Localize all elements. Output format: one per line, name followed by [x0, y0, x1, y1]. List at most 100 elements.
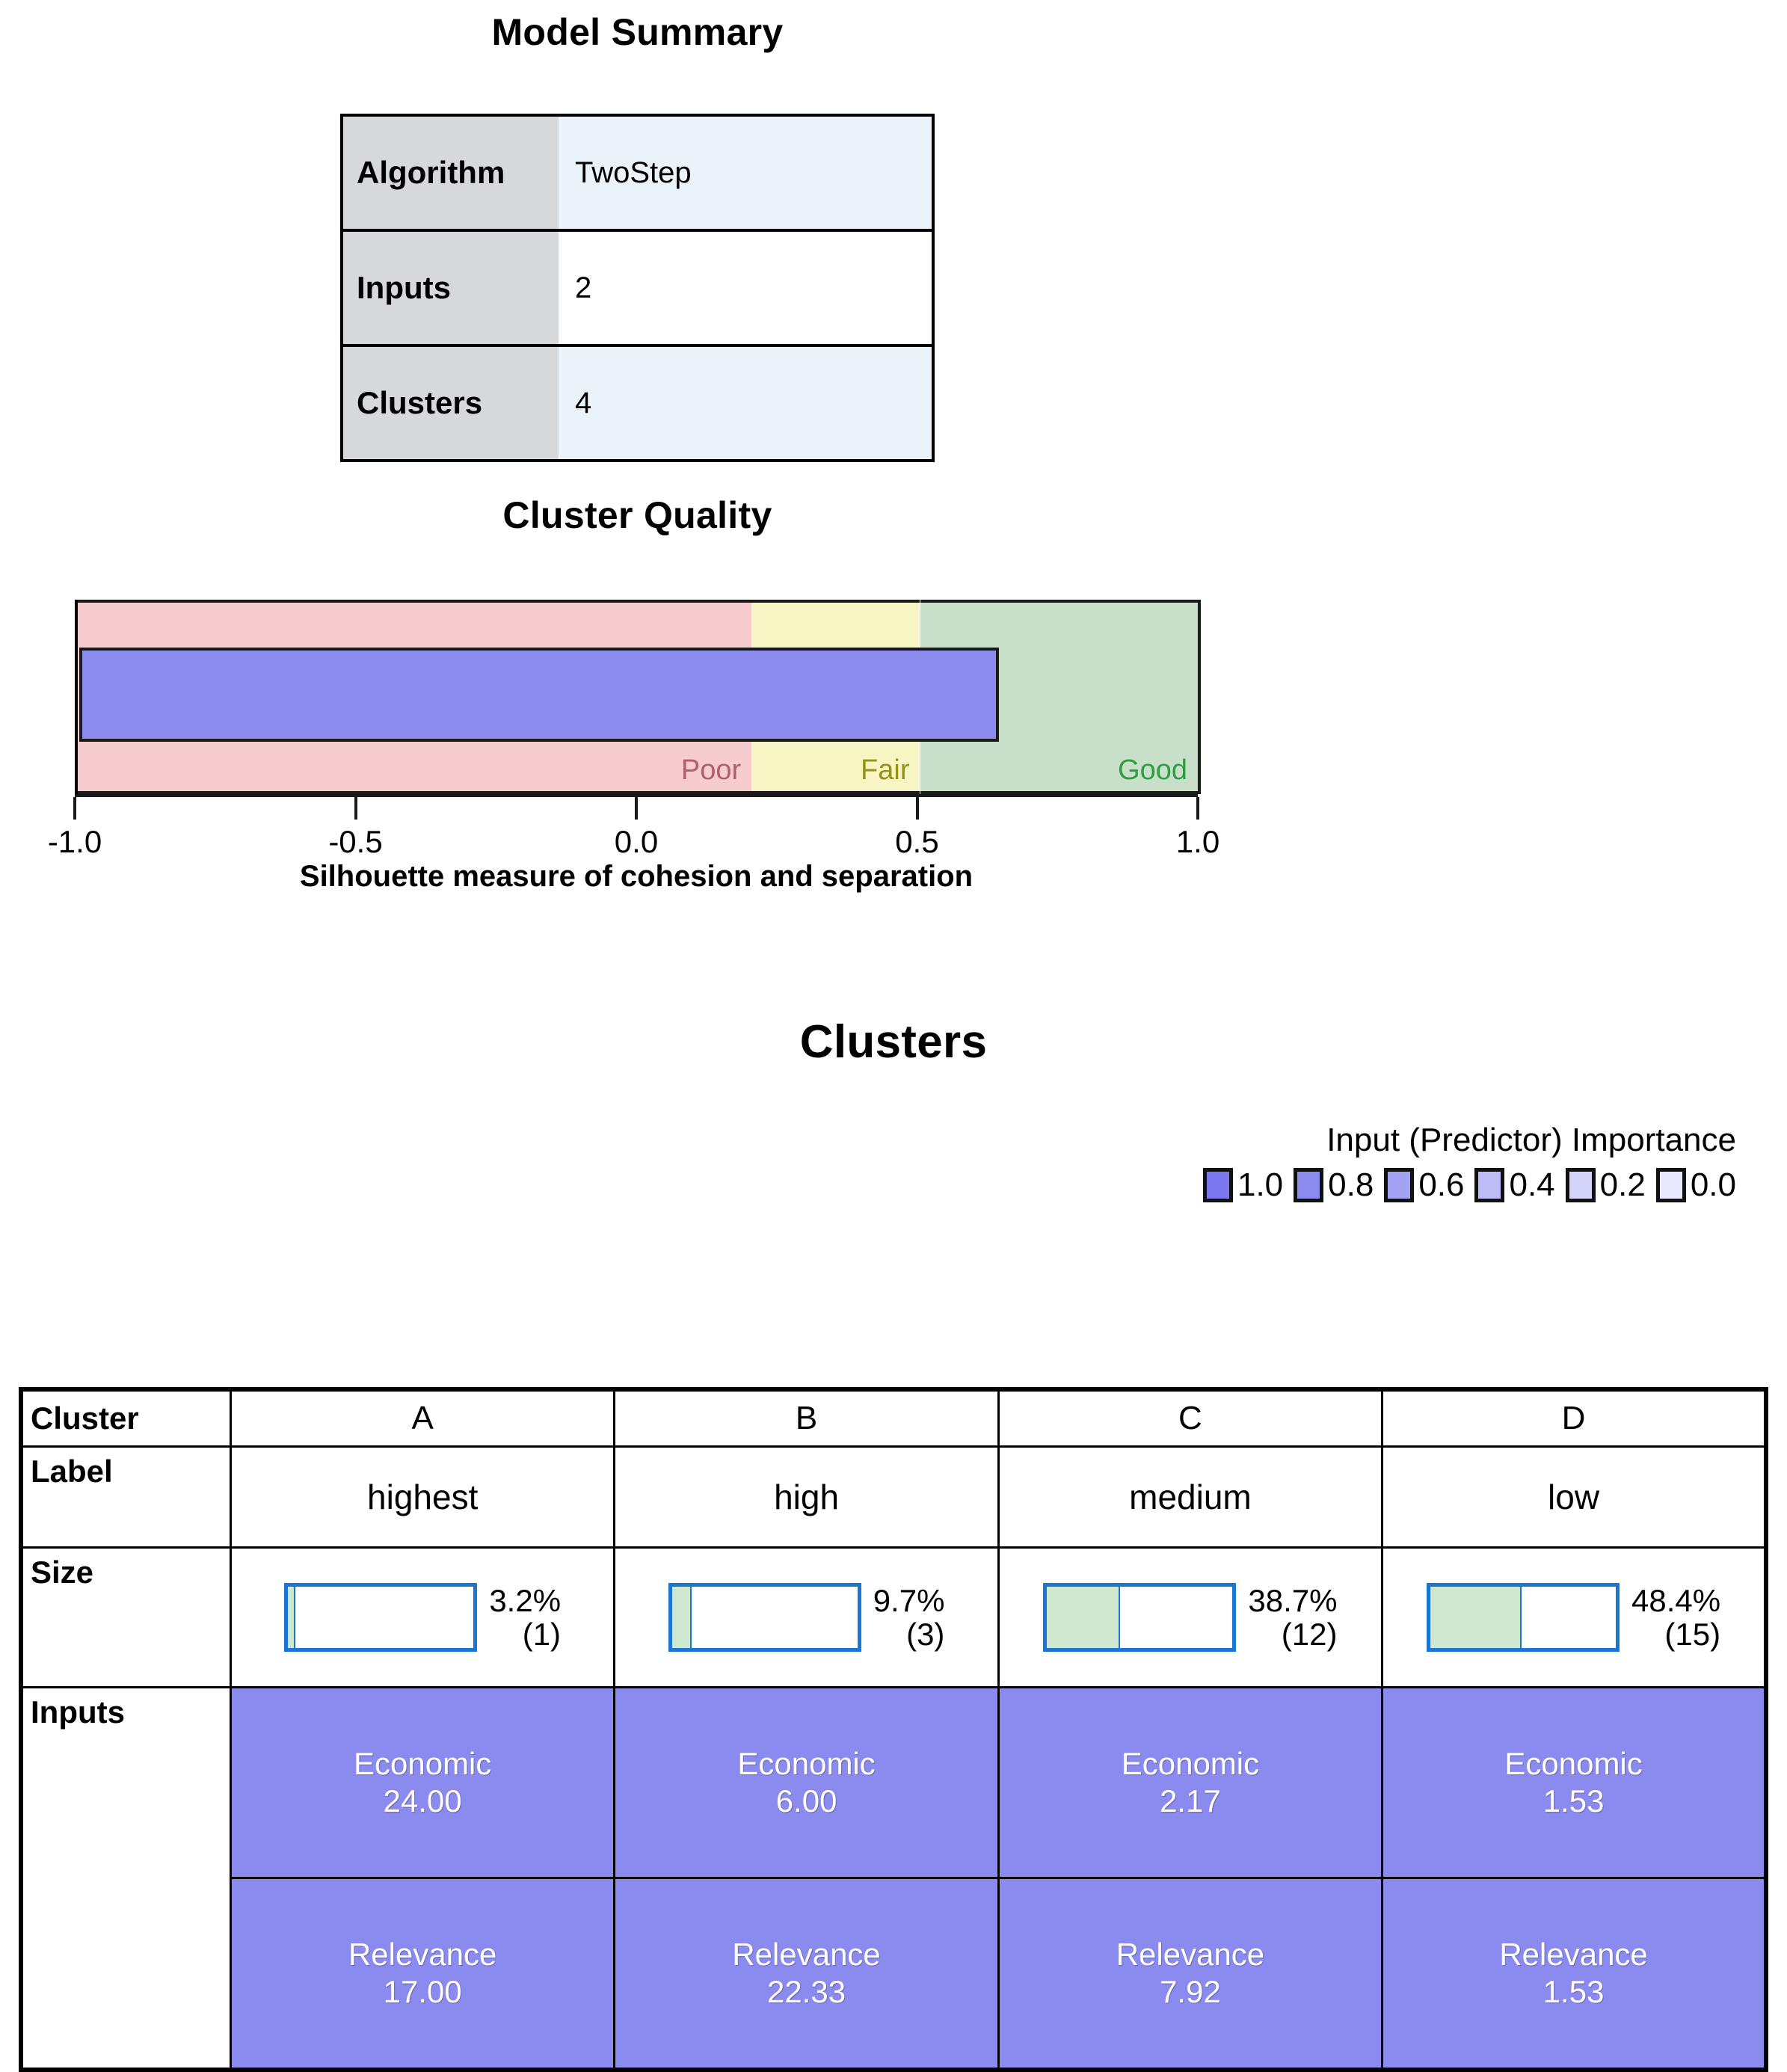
input-cell-b-economic: Economic 6.00 [613, 1686, 1000, 1879]
size-box [1043, 1583, 1237, 1652]
size-count: (3) [906, 1617, 945, 1652]
size-fill [671, 1587, 692, 1648]
legend-item: 0.4 [1474, 1168, 1555, 1202]
model-summary-label-clusters: Clusters [342, 344, 559, 461]
axis-tick [1196, 797, 1199, 820]
input-cell-c-relevance: Relevance 7.92 [997, 1877, 1384, 2071]
cluster-label-c: medium [997, 1445, 1384, 1549]
input-name: Economic [737, 1746, 876, 1782]
silhouette-measure-bar [79, 648, 999, 742]
legend-value: 0.6 [1418, 1166, 1465, 1203]
input-name: Relevance [1499, 1937, 1648, 1973]
size-count: (12) [1281, 1617, 1338, 1652]
legend-item: 0.0 [1655, 1166, 1736, 1203]
size-fill [1047, 1587, 1121, 1648]
cluster-label-a: highest [229, 1445, 616, 1549]
size-box [284, 1583, 478, 1652]
model-summary-value-algorithm: TwoStep [559, 115, 933, 230]
input-name: Economic [1504, 1746, 1643, 1782]
axis-tick [354, 797, 357, 820]
model-summary-section: Model Summary Algorithm TwoStep Inputs 2… [0, 0, 1275, 462]
importance-legend-title: Input (Predictor) Importance [1326, 1122, 1736, 1158]
axis-tick [915, 797, 919, 820]
cluster-label-d: low [1381, 1445, 1768, 1549]
legend-value: 0.0 [1690, 1166, 1736, 1203]
axis-tick-label: -1.0 [47, 824, 102, 859]
table-row: Label highest high medium low [19, 1445, 1768, 1549]
cluster-label-b: high [613, 1445, 1000, 1549]
size-text: 3.2% (1) [489, 1582, 562, 1652]
row-label-cluster: Cluster [19, 1388, 232, 1448]
input-cell-d-economic: Economic 1.53 [1381, 1686, 1768, 1879]
input-value: 1.53 [1543, 1783, 1605, 1819]
legend-item: 0.2 [1565, 1166, 1646, 1203]
row-label-label: Label [19, 1445, 232, 1549]
input-value: 6.00 [775, 1783, 837, 1819]
legend-swatch-icon [1202, 1168, 1233, 1202]
size-text: 9.7% (3) [873, 1582, 945, 1652]
input-name: Relevance [348, 1937, 497, 1973]
quality-band-good-label: Good [1118, 754, 1187, 786]
quality-band-fair-label: Fair [861, 754, 910, 786]
input-value: 24.00 [383, 1783, 462, 1819]
importance-legend: Input (Predictor) Importance 1.0 0.8 0.6 0.… [1193, 1122, 1736, 1202]
legend-item: 1.0 [1202, 1166, 1284, 1203]
row-label-inputs: Inputs [19, 1686, 232, 2071]
clusters-title: Clusters [799, 1016, 988, 1068]
legend-value: 0.2 [1599, 1166, 1646, 1203]
size-box [668, 1583, 861, 1652]
cluster-size-d: 48.4% (15) [1381, 1546, 1768, 1688]
legend-swatch-icon [1384, 1168, 1415, 1202]
quality-band-poor-label: Poor [680, 754, 742, 786]
model-summary-label-algorithm: Algorithm [342, 115, 559, 230]
cluster-size-c: 38.7% (12) [997, 1546, 1384, 1688]
input-cell-d-relevance: Relevance 1.53 [1381, 1877, 1768, 2071]
axis-tick-label: 0.5 [895, 824, 939, 859]
row-label-size: Size [19, 1546, 232, 1688]
input-name: Economic [353, 1746, 492, 1782]
input-name: Relevance [732, 1937, 881, 1973]
cluster-quality-title: Cluster Quality [502, 494, 772, 536]
legend-value: 0.8 [1328, 1166, 1374, 1203]
legend-swatch-icon [1565, 1168, 1596, 1202]
input-value: 7.92 [1160, 1974, 1221, 2009]
column-header-d: D [1381, 1388, 1768, 1448]
model-summary-table: Algorithm TwoStep Inputs 2 Clusters 4 [340, 114, 935, 462]
input-name: Relevance [1116, 1937, 1265, 1973]
model-summary-value-inputs: 2 [559, 229, 933, 345]
input-cell-a-relevance: Relevance 17.00 [229, 1877, 616, 2071]
size-box [1427, 1583, 1620, 1652]
table-row: Relevance 17.00 Relevance 22.33 Relevanc… [21, 1877, 1768, 2071]
table-row: Inputs 2 [342, 229, 933, 345]
legend-swatch-icon [1474, 1168, 1505, 1202]
column-header-c: C [997, 1388, 1384, 1448]
column-header-a: A [229, 1388, 616, 1448]
size-gauge-d: 48.4% (15) [1383, 1583, 1764, 1652]
size-count: (15) [1664, 1617, 1721, 1652]
size-percent: 48.4% [1631, 1582, 1721, 1618]
size-percent: 38.7% [1248, 1582, 1338, 1618]
clusters-table: Cluster A B C D Label highest high mediu… [19, 1387, 1768, 2072]
input-cell-b-relevance: Relevance 22.33 [613, 1877, 1000, 2071]
size-fill [1430, 1587, 1522, 1648]
axis-tick [73, 797, 76, 820]
table-row: Cluster A B C D [19, 1388, 1768, 1448]
axis-tick-label: 1.0 [1175, 824, 1220, 859]
cluster-quality-section: Cluster Quality Poor Fair Good -1.0 -0.5 0… [0, 494, 1275, 893]
size-percent: 9.7% [873, 1582, 945, 1618]
size-percent: 3.2% [489, 1582, 562, 1618]
input-cell-c-economic: Economic 2.17 [997, 1686, 1384, 1879]
table-row: Size 3.2% (1) [19, 1546, 1768, 1688]
legend-item: 0.6 [1384, 1168, 1464, 1202]
axis-tick-label: 0.0 [614, 824, 659, 859]
axis-tick-label: -0.5 [328, 824, 383, 859]
size-count: (1) [522, 1617, 562, 1652]
legend-value: 1.0 [1237, 1166, 1284, 1203]
input-value: 17.00 [383, 1974, 462, 2009]
input-value: 2.17 [1160, 1783, 1221, 1819]
silhouette-axis-title: Silhouette measure of cohesion and separ… [299, 860, 974, 893]
table-row: Clusters 4 [342, 344, 933, 461]
size-text: 48.4% (15) [1631, 1582, 1721, 1652]
table-row: Algorithm TwoStep [342, 115, 933, 230]
size-gauge-a: 3.2% (1) [232, 1583, 613, 1652]
